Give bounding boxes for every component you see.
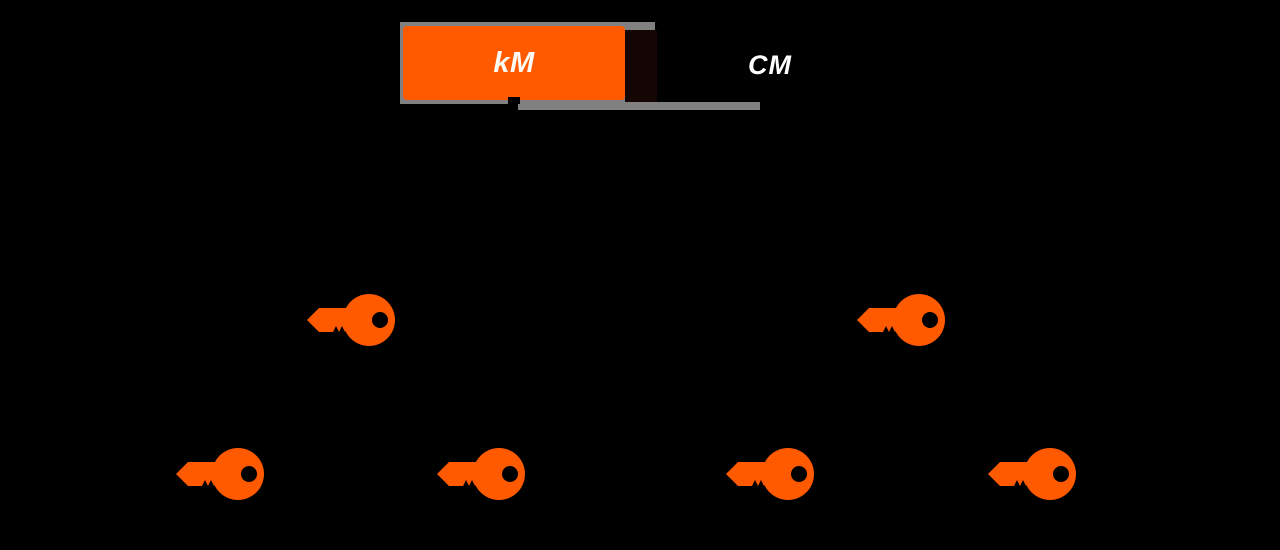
tab-cm-label: CM — [748, 49, 792, 80]
key-icon[interactable] — [307, 294, 421, 346]
key-icon[interactable] — [437, 448, 551, 500]
key-icon[interactable] — [176, 448, 290, 500]
tab-notch — [508, 97, 520, 104]
tab-dim-slot — [625, 30, 657, 104]
key-icon[interactable] — [726, 448, 840, 500]
key-icon[interactable] — [857, 294, 971, 346]
tab-cm[interactable]: CM — [700, 45, 840, 85]
tab-km[interactable]: kM — [403, 26, 625, 100]
key-icon[interactable] — [988, 448, 1102, 500]
tab-km-label: kM — [493, 46, 535, 79]
tab-underline-bar — [518, 102, 760, 110]
tab-strip: kM — [400, 22, 655, 104]
